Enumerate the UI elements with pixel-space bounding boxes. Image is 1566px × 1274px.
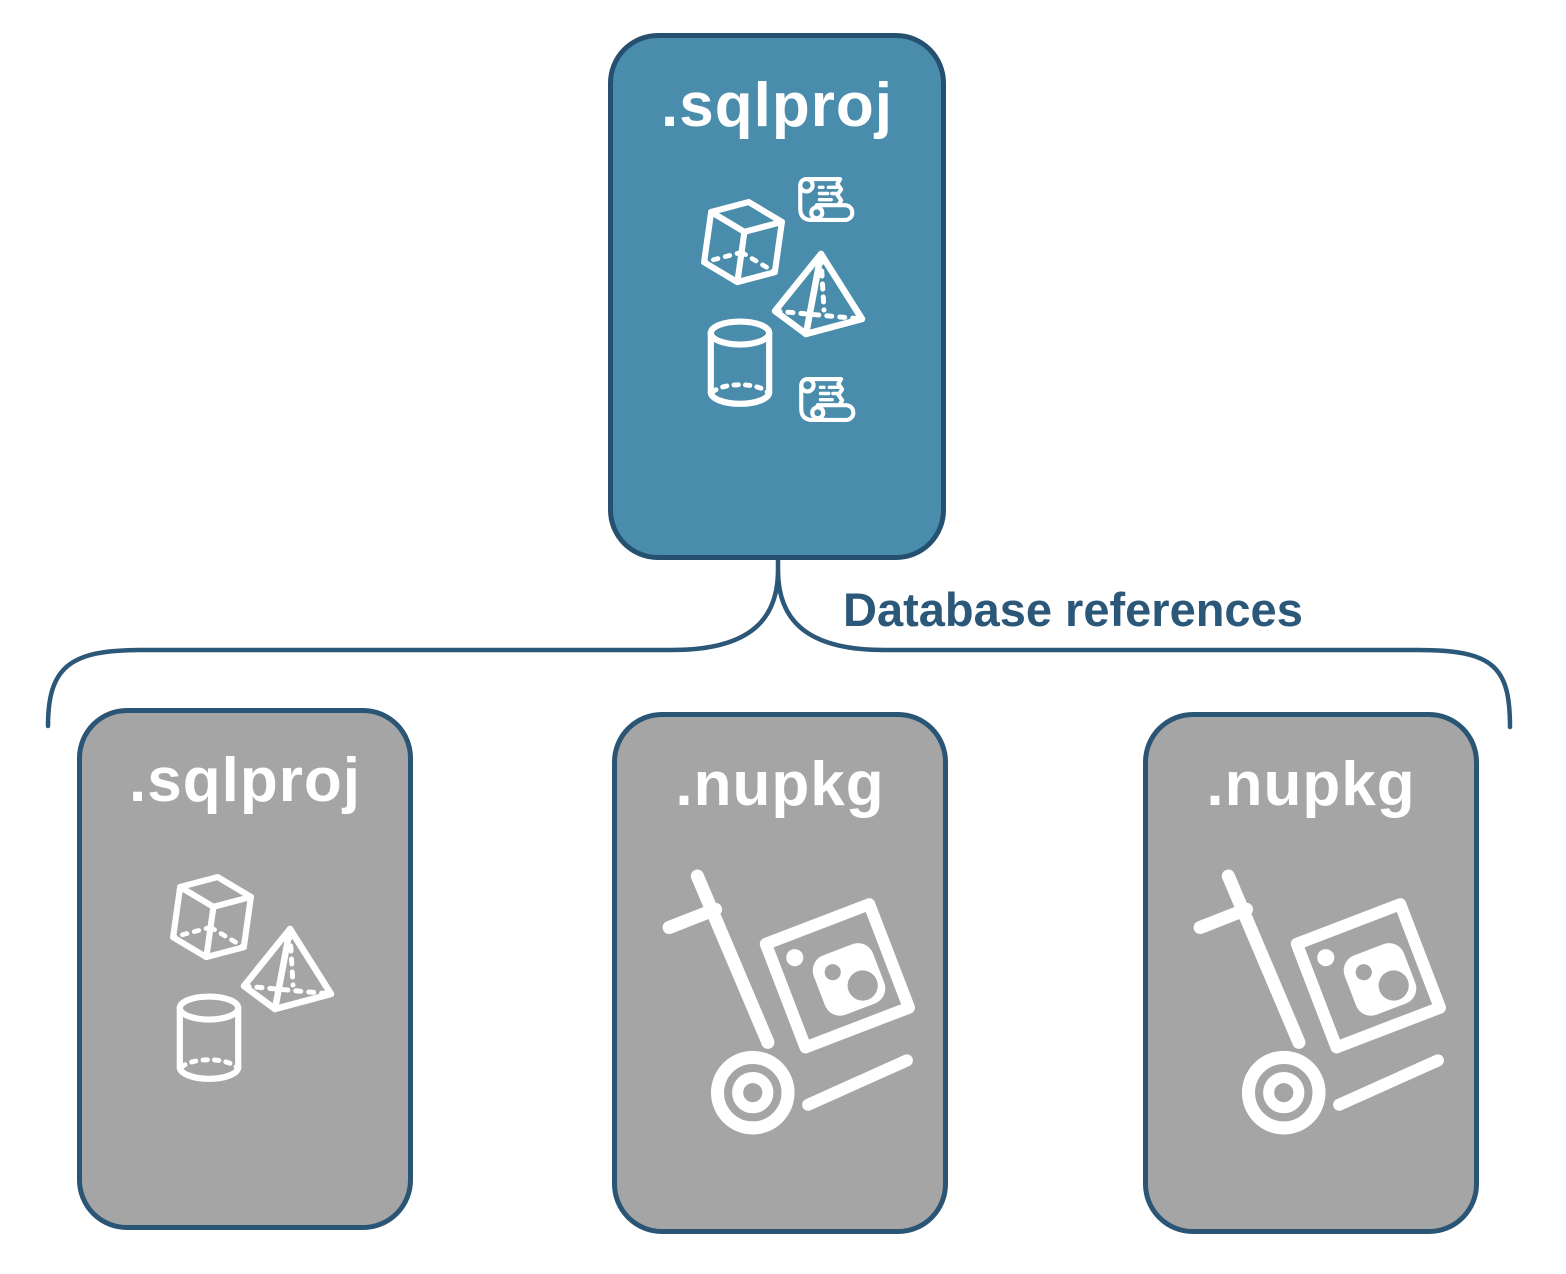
script-scroll-icon: [792, 168, 858, 230]
pyramid-icon: [768, 248, 878, 348]
cylinder-icon: [173, 993, 245, 1085]
nuget-hand-truck-icon: [1186, 863, 1448, 1140]
nuget-hand-truck-icon: [655, 863, 917, 1140]
node-label: .nupkg: [675, 750, 885, 819]
pyramid-icon: [237, 923, 347, 1023]
node-label: .sqlproj: [661, 71, 893, 140]
node-root-sqlproj: .sqlproj: [608, 33, 946, 560]
node-child-nupkg-2: .nupkg: [1143, 712, 1479, 1234]
cylinder-icon: [704, 318, 776, 410]
node-label: .sqlproj: [129, 746, 361, 815]
node-child-nupkg-1: .nupkg: [612, 712, 948, 1234]
script-scroll-icon: [793, 368, 859, 430]
edge-label-database-references: Database references: [843, 583, 1303, 636]
node-child-sqlproj: .sqlproj: [77, 708, 413, 1230]
node-label: .nupkg: [1206, 750, 1416, 819]
